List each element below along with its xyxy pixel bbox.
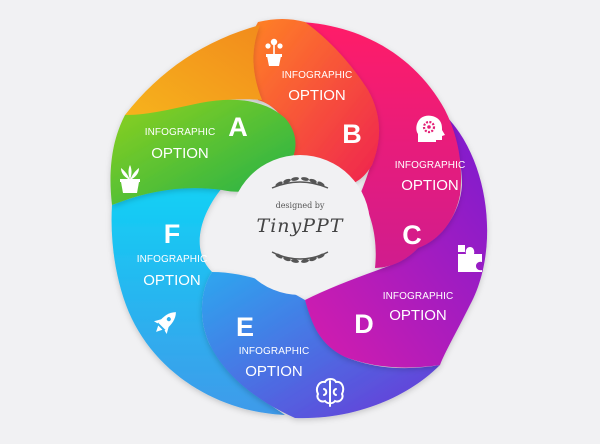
laurel-top-icon bbox=[271, 177, 329, 189]
label-e-small: INFOGRAPHIC bbox=[239, 346, 310, 357]
head-gear-icon bbox=[416, 115, 445, 142]
letter-e: E bbox=[236, 312, 254, 342]
label-b-big: OPTION bbox=[288, 87, 346, 104]
logo-line2: TinyPPT bbox=[257, 215, 344, 237]
puzzle-icon bbox=[458, 245, 482, 272]
label-f-big: OPTION bbox=[143, 272, 201, 289]
label-d-big: OPTION bbox=[389, 307, 447, 324]
letter-f: F bbox=[164, 219, 181, 249]
flower-pot-icon bbox=[265, 38, 283, 66]
segment-b bbox=[248, 19, 380, 186]
label-d: INFOGRAPHIC OPTION D bbox=[354, 291, 453, 339]
segment-e-shape bbox=[201, 272, 440, 419]
label-e-big: OPTION bbox=[245, 363, 303, 380]
label-d-small: INFOGRAPHIC bbox=[383, 291, 454, 302]
rocket-icon bbox=[153, 312, 176, 335]
logo-line1: designed by bbox=[276, 201, 325, 210]
brain-icon bbox=[315, 378, 345, 407]
label-f-small: INFOGRAPHIC bbox=[137, 254, 208, 265]
label-f: INFOGRAPHIC OPTION F bbox=[137, 219, 208, 289]
plant-pot-icon bbox=[120, 165, 140, 193]
segment-d-shape bbox=[305, 115, 488, 368]
label-b-small: INFOGRAPHIC bbox=[282, 70, 353, 81]
label-a-big: OPTION bbox=[151, 145, 209, 162]
label-a: INFOGRAPHIC OPTION A bbox=[145, 112, 248, 162]
laurel-bottom-icon bbox=[271, 251, 329, 263]
center-circle bbox=[230, 155, 370, 295]
segment-f-shape bbox=[111, 187, 285, 415]
label-c-big: OPTION bbox=[401, 177, 459, 194]
segment-a-rim bbox=[125, 25, 262, 116]
letter-a: A bbox=[228, 112, 248, 142]
segment-e bbox=[201, 272, 440, 419]
segment-c bbox=[300, 22, 462, 268]
segment-c-shape bbox=[300, 22, 462, 268]
letter-c: C bbox=[402, 220, 422, 250]
logo: designed by TinyPPT bbox=[257, 177, 344, 263]
letter-b: B bbox=[342, 119, 362, 149]
label-c-small: INFOGRAPHIC bbox=[395, 160, 466, 171]
label-e: INFOGRAPHIC OPTION E bbox=[236, 312, 309, 380]
segment-f bbox=[111, 187, 285, 415]
segment-b-shape bbox=[248, 19, 380, 186]
segment-d bbox=[305, 115, 488, 368]
label-c: INFOGRAPHIC OPTION C bbox=[395, 160, 466, 250]
letter-d: D bbox=[354, 309, 374, 339]
label-a-small: INFOGRAPHIC bbox=[145, 127, 216, 138]
label-b: INFOGRAPHIC OPTION B bbox=[282, 70, 362, 149]
